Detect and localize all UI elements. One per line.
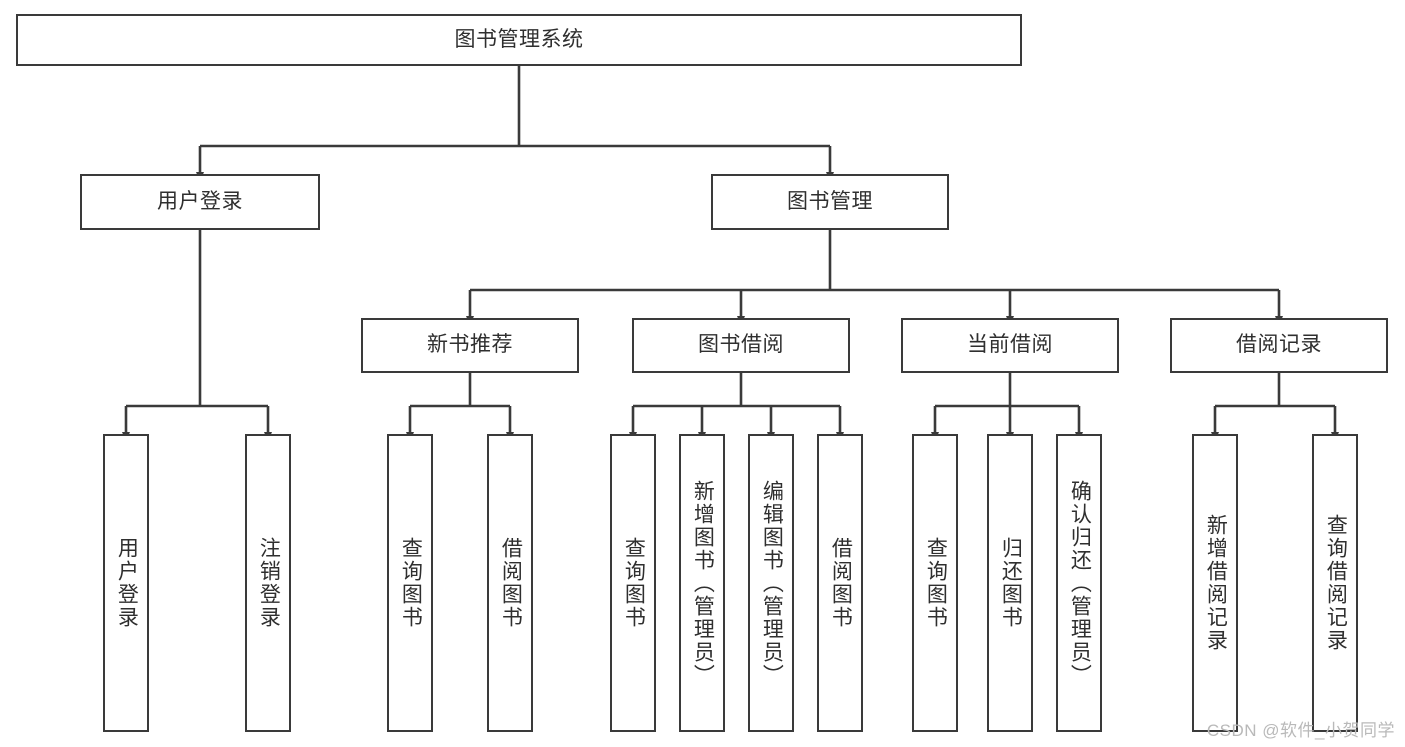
node-leaf-add-record: 新增借阅记录 xyxy=(1192,434,1238,732)
node-leaf-query-book-1: 查询图书 xyxy=(387,434,433,732)
csdn-watermark: CSDN @软件_小贺同学 xyxy=(1206,721,1395,740)
node-label: 用户登录 xyxy=(157,189,243,213)
node-leaf-query-record: 查询借阅记录 xyxy=(1312,434,1358,732)
node-leaf-query-book-2: 查询图书 xyxy=(610,434,656,732)
node-book-manage: 图书管理 xyxy=(711,174,949,230)
node-leaf-edit-book-admin: 编辑图书（管理员） xyxy=(748,434,794,732)
node-leaf-add-book-admin: 新增图书（管理员） xyxy=(679,434,725,732)
node-label: 查询借阅记录 xyxy=(1324,514,1348,652)
node-label: 借阅图书 xyxy=(499,537,523,629)
node-label: 确认归还（管理员） xyxy=(1068,479,1092,687)
node-label: 查询图书 xyxy=(399,537,423,629)
node-label: 新增图书（管理员） xyxy=(691,479,715,687)
node-label: 图书管理 xyxy=(787,189,873,213)
node-label: 图书借阅 xyxy=(698,333,784,357)
node-leaf-borrow-book-2: 借阅图书 xyxy=(817,434,863,732)
node-label: 注销登录 xyxy=(257,537,281,629)
node-label: 查询图书 xyxy=(622,537,646,629)
node-current-borrow: 当前借阅 xyxy=(901,318,1119,373)
node-label: 新增借阅记录 xyxy=(1204,514,1228,652)
node-root: 图书管理系统 xyxy=(16,14,1022,66)
node-label: 图书管理系统 xyxy=(454,27,584,51)
node-label: 用户登录 xyxy=(115,537,139,629)
node-leaf-user-login: 用户登录 xyxy=(103,434,149,732)
node-label: 编辑图书（管理员） xyxy=(760,479,784,687)
node-label: 归还图书 xyxy=(999,537,1023,629)
node-borrow-records: 借阅记录 xyxy=(1170,318,1388,373)
node-leaf-logout: 注销登录 xyxy=(245,434,291,732)
node-label: 新书推荐 xyxy=(427,333,513,357)
node-label: 借阅记录 xyxy=(1236,333,1322,357)
node-label: 当前借阅 xyxy=(967,333,1053,357)
node-leaf-borrow-book-1: 借阅图书 xyxy=(487,434,533,732)
node-new-book-recommend: 新书推荐 xyxy=(361,318,579,373)
node-leaf-query-book-3: 查询图书 xyxy=(912,434,958,732)
node-label: 查询图书 xyxy=(924,537,948,629)
node-leaf-return-book: 归还图书 xyxy=(987,434,1033,732)
node-book-borrow: 图书借阅 xyxy=(632,318,850,373)
node-user-login: 用户登录 xyxy=(80,174,320,230)
node-label: 借阅图书 xyxy=(829,537,853,629)
node-leaf-confirm-return-admin: 确认归还（管理员） xyxy=(1056,434,1102,732)
